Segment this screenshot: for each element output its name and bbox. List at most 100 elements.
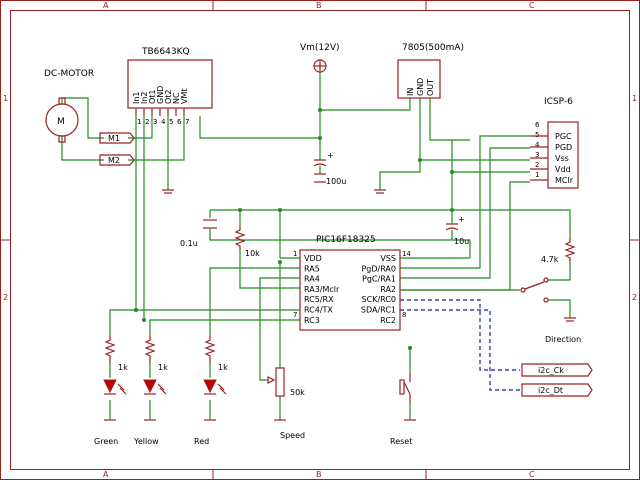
driver-pin-number-6: 7 [185, 118, 189, 126]
driver-pin-label-2: Ot1 [148, 89, 157, 104]
driver-pin-number-4: 5 [169, 118, 173, 126]
speed-label: Speed [280, 431, 305, 440]
led-icon [103, 379, 117, 394]
led-resistor [104, 336, 116, 364]
i2c-bus [400, 299, 520, 391]
icsp-pin-number-5: 1 [535, 171, 539, 179]
dc-motor: DC-MOTOR M M1 M2 [44, 69, 135, 166]
mcu-right-pin-2: PgC/RA1 [362, 275, 396, 284]
border-col-c-bottom: C [529, 470, 535, 479]
mcu-pin-1-number: 1 [293, 250, 297, 258]
driver-pin-number-3: 4 [161, 118, 166, 126]
ground-driver [162, 189, 174, 194]
mcu-pin-7-number: 7 [293, 311, 297, 319]
svg-text:i2c_Ck: i2c_Ck [538, 366, 564, 375]
decoupling-cap-value: 0.1u [180, 239, 198, 248]
led-ray [117, 383, 125, 391]
direction-label: Direction [545, 335, 581, 344]
mcu-left-pin-2: RA4 [304, 275, 320, 284]
led-ray [219, 387, 227, 395]
i2c-data-connector: i2c_Dt [521, 383, 593, 397]
direction-resistor-value: 4.7k [541, 255, 559, 264]
motor-title: DC-MOTOR [44, 69, 94, 79]
icsp-pin-number-3: 3 [535, 151, 539, 159]
mclr-pullup-value: 10k [245, 249, 260, 258]
ground-symbols [104, 181, 576, 421]
led-ray [159, 387, 167, 395]
mcu-left-pin-5: RC4/TX [304, 306, 333, 315]
icsp-pin-number-1: 5 [535, 131, 539, 139]
pot-value: 50k [290, 388, 305, 397]
supply-label: Vm(12V) [300, 43, 340, 53]
led-icon [143, 379, 157, 394]
led-label-1: Yellow [133, 437, 159, 446]
i2c-clock-connector: i2c_Ck [521, 363, 593, 377]
speed-potentiometer: 50k Speed [267, 367, 305, 440]
mcu-right-pin-1: PgD/RA0 [361, 264, 396, 273]
direction-pullup-resistor: 4.7k [541, 238, 576, 264]
led-ray [157, 383, 165, 391]
svg-text:+: + [327, 151, 334, 160]
border-col-a-bottom: A [103, 470, 109, 479]
border-row-1-right: 1 [632, 94, 637, 103]
regulator-pin-in: IN [406, 88, 415, 96]
led-ray [119, 387, 127, 395]
icsp-name: ICSP-6 [544, 97, 573, 107]
led-ray [217, 383, 225, 391]
mcu-pin-14-number: 14 [402, 250, 411, 258]
driver-pin-label-5: NC [172, 92, 181, 104]
driver-name: TB6643KQ [141, 47, 190, 57]
driver-pin-label-4: Ot2 [164, 89, 173, 104]
border-row-2-left: 2 [3, 293, 8, 302]
regulator-cap-value: 10u [454, 237, 469, 246]
mcu-right-pin-0: VSS [380, 254, 396, 263]
led-resistor-value-0: 1k [118, 363, 128, 372]
led-label-2: Red [194, 437, 209, 446]
mcu-left-pin-3: RA3/Mclr [304, 285, 340, 294]
icsp-pin-label-1: PGD [555, 143, 572, 152]
icsp-pin-number-0: 6 [535, 121, 540, 129]
mclr-pullup-resistor: 10k [234, 226, 260, 258]
icsp-pin-number-2: 4 [535, 141, 540, 149]
motor-wire-1-tag: M1 [99, 132, 135, 144]
driver-pin-label-0: In1 [132, 91, 141, 104]
mcu-left-pin-6: RC3 [304, 316, 320, 325]
driver-pin-label-3: GND [156, 86, 165, 104]
reset-button: Reset [390, 372, 412, 446]
border-col-c-top: C [529, 1, 535, 10]
svg-text:M1: M1 [108, 134, 120, 143]
motor-symbol: M [57, 117, 65, 127]
driver-pin-number-1: 2 [145, 118, 149, 126]
icsp-pin-number-4: 2 [535, 161, 539, 169]
border-row-1-left: 1 [3, 94, 8, 103]
direction-switch: Direction [520, 277, 581, 344]
voltage-regulator: 7805(500mA) IN GND OUT [397, 43, 464, 99]
ground-switch [564, 317, 576, 322]
led-resistor-value-2: 1k [218, 363, 228, 372]
icsp-pin-label-0: PGC [555, 132, 572, 141]
mcu-left-pin-0: VDD [304, 254, 322, 263]
led-resistor [204, 336, 216, 364]
svg-text:M2: M2 [108, 156, 120, 165]
mcu-pin-8-number: 8 [402, 311, 406, 319]
wiring [61, 72, 571, 420]
border-row-2-right: 2 [632, 293, 637, 302]
led-label-0: Green [94, 437, 118, 446]
regulator-pin-gnd: GND [416, 78, 425, 96]
regulator-output-cap: + 10u [445, 215, 469, 246]
svg-text:i2c_Dt: i2c_Dt [538, 386, 563, 395]
icsp-pin-label-4: MClr [555, 176, 574, 185]
mcu-right-pin-3: RA2 [380, 285, 396, 294]
driver-pin-number-2: 3 [153, 118, 157, 126]
border-col-a-top: A [103, 1, 109, 10]
driver-pin-label-6: VMt [180, 88, 189, 104]
bulk-cap-value: 100u [326, 177, 346, 186]
mcu-name: PIC16F18325 [316, 235, 376, 245]
motor-wire-2-tag: M2 [99, 154, 135, 166]
driver-pin-number-5: 6 [177, 118, 182, 126]
